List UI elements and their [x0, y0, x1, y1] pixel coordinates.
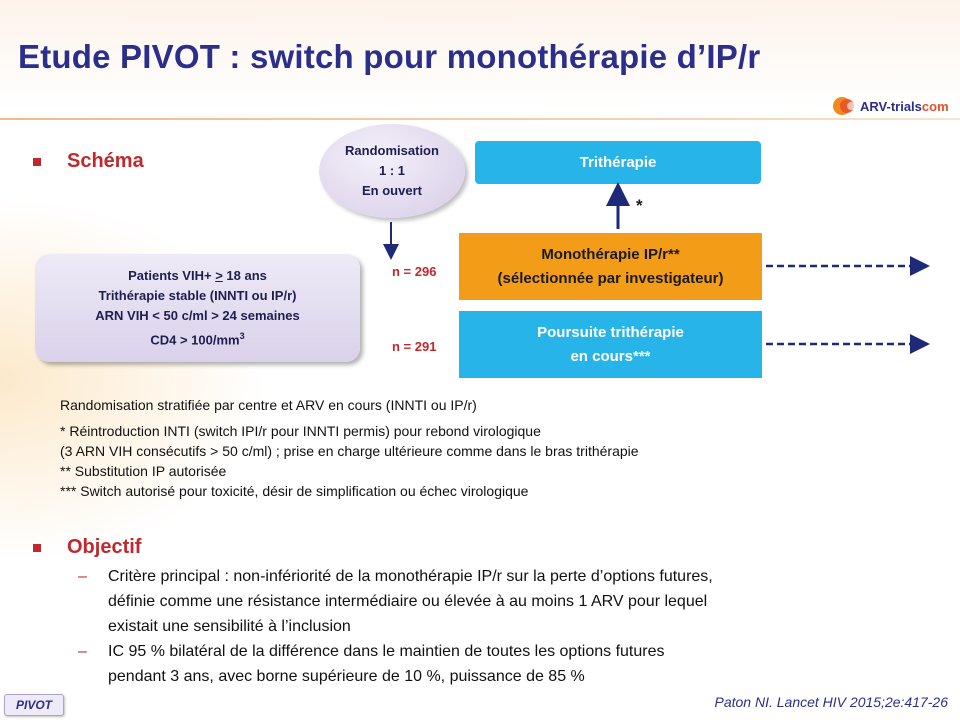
footnote-line: * Réintroduction INTI (switch IPI/r pour…	[60, 423, 541, 439]
logo-icon	[832, 95, 858, 117]
patients-line: Patients VIH+ > 18 ans	[128, 267, 267, 283]
poursuite-line: Poursuite trithérapie	[537, 323, 684, 341]
randomisation-line: En ouvert	[362, 183, 422, 198]
monotherapie-line: (sélectionnée par investigateur)	[497, 269, 724, 287]
objectif-line: IC 95 % bilatéral de la différence dans …	[108, 643, 665, 660]
monotherapie-box: Monothérapie IP/r** (sélectionnée par in…	[459, 233, 762, 300]
objectif-item: – IC 95 % bilatéral de la différence dan…	[78, 639, 928, 689]
arv-trials-logo: ARV-trialscom	[832, 95, 949, 117]
randomisation-line: Randomisation	[345, 143, 439, 158]
n-poursuite: n = 291	[392, 339, 437, 354]
poursuite-box: Poursuite trithérapie en cours***	[459, 311, 762, 378]
footnote-line: *** Switch autorisé pour toxicité, désir…	[60, 483, 529, 499]
patients-line: Trithérapie stable (INNTI ou IP/r)	[98, 287, 297, 303]
tritherapie-footnote-star: *	[636, 196, 643, 215]
dash-icon: –	[78, 643, 87, 660]
randomisation-line: 1 : 1	[378, 163, 405, 178]
objectif-line: pendant 3 ans, avec borne supérieure de …	[108, 668, 585, 685]
objectif-line: définie comme une résistance intermédiai…	[108, 593, 708, 610]
citation: Paton NI. Lancet HIV 2015;2e:417-26	[714, 694, 949, 710]
bullet-icon	[33, 158, 41, 166]
tritherapie-label: Trithérapie	[579, 154, 657, 171]
footnotes: Randomisation stratifiée par centre et A…	[60, 395, 639, 501]
stratification-note: Randomisation stratifiée par centre et A…	[60, 397, 477, 413]
page-title: Etude PIVOT : switch pour monothérapie d…	[18, 38, 761, 75]
patients-box: Patients VIH+ > 18 ans Trithérapie stabl…	[35, 254, 360, 362]
poursuite-line: en cours***	[570, 347, 651, 365]
objectif-heading: Objectif	[67, 536, 142, 558]
tritherapie-box: Trithérapie	[475, 141, 761, 184]
patients-line: ARN VIH < 50 c/ml > 24 semaines	[95, 307, 300, 323]
objectif-line: Critère principal : non-infériorité de l…	[108, 568, 713, 585]
monotherapie-line: Monothérapie IP/r**	[541, 245, 680, 263]
objectif-list: – Critère principal : non-infériorité de…	[78, 564, 928, 689]
schema-heading: Schéma	[67, 150, 144, 172]
title-divider	[0, 118, 960, 120]
footnote-line: (3 ARN VIH consécutifs > 50 c/ml) ; pris…	[60, 443, 639, 459]
pivot-badge: PIVOT	[4, 694, 64, 716]
n-monotherapie: n = 296	[392, 264, 437, 279]
footnote-line: ** Substitution IP autorisée	[60, 463, 227, 479]
objectif-item: – Critère principal : non-infériorité de…	[78, 564, 928, 639]
logo-brand: ARV-trials	[860, 98, 922, 114]
objectif-line: existait une sensibilité à l’inclusion	[108, 618, 351, 635]
randomisation-oval: Randomisation 1 : 1 En ouvert	[319, 124, 465, 218]
logo-suffix: com	[921, 98, 949, 114]
patients-line: CD4 > 100/mm3	[150, 330, 245, 348]
dash-icon: –	[78, 568, 87, 585]
bullet-icon	[33, 544, 41, 552]
